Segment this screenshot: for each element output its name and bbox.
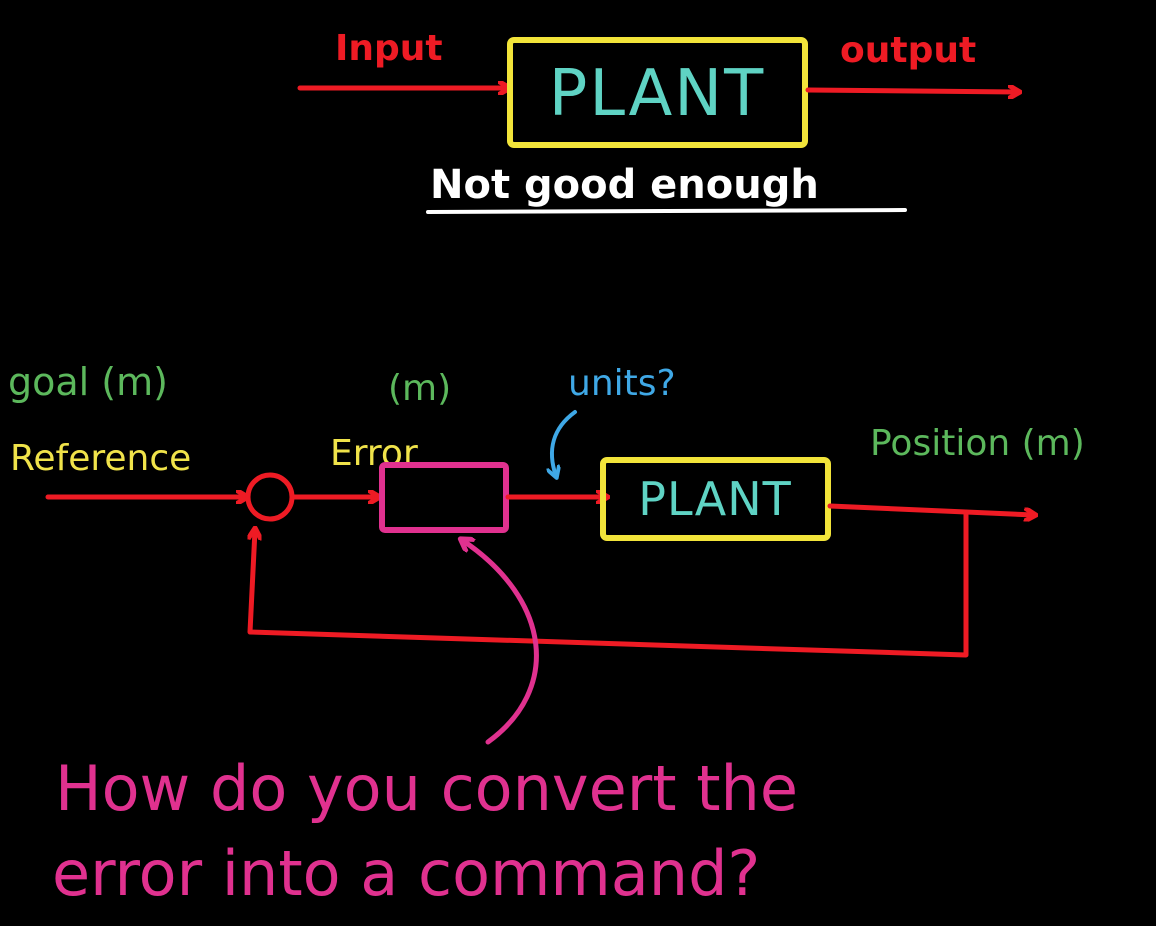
question-line-2: error into a command? <box>52 837 760 910</box>
units-question-label: units? <box>568 363 676 404</box>
summing-junction <box>245 472 295 522</box>
verdict-text: Not good enough <box>430 162 819 208</box>
closed-loop-diagram: goal (m) Reference (m) Error units? PLAN… <box>8 360 1085 658</box>
output-label: output <box>840 30 976 71</box>
error-units-label: (m) <box>388 368 451 409</box>
question-arrow <box>462 540 539 745</box>
open-loop-diagram: Input PLANT output Not good enough <box>297 28 1018 214</box>
output-arrow <box>805 90 1018 92</box>
position-arrow <box>827 503 1034 515</box>
question-line-1: How do you convert the <box>55 752 798 825</box>
reference-label: Reference <box>10 438 191 479</box>
plant-block-bottom-label: PLANT <box>638 472 791 526</box>
position-label: Position (m) <box>870 423 1085 464</box>
plant-block-top-label: PLANT <box>549 57 765 131</box>
controller-block <box>379 462 509 533</box>
input-label: Input <box>335 28 443 69</box>
plant-block-top <box>507 37 808 148</box>
goal-label: goal (m) <box>8 360 168 404</box>
feedback-path <box>247 509 969 658</box>
controller-question: How do you convert the error into a comm… <box>52 540 798 910</box>
units-question-arrow <box>552 410 577 476</box>
verdict-underline <box>426 208 907 214</box>
plant-block-bottom <box>600 457 831 541</box>
